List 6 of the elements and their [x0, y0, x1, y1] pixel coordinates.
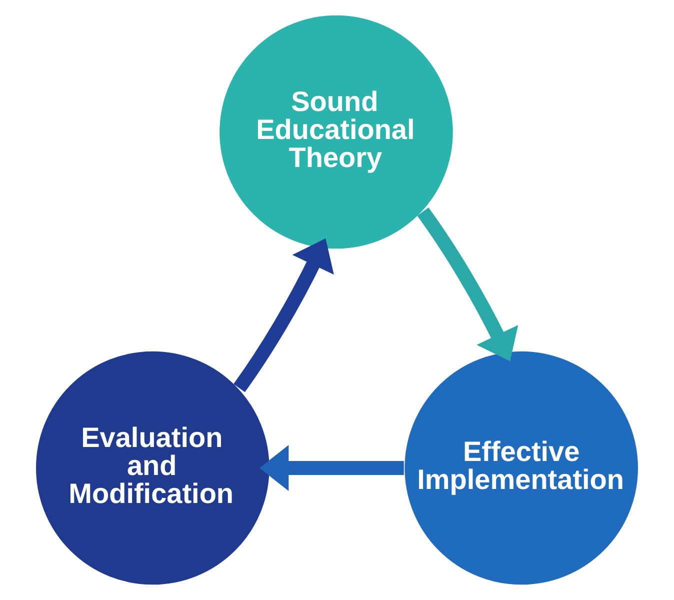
node-circle: Effective Implementation	[403, 350, 640, 586]
arrow	[259, 445, 404, 491]
arrow	[234, 238, 334, 392]
arrow	[417, 208, 518, 362]
node-circle: Sound Educational Theory	[218, 14, 454, 250]
node-circle: Evaluation and Modification	[34, 350, 271, 586]
